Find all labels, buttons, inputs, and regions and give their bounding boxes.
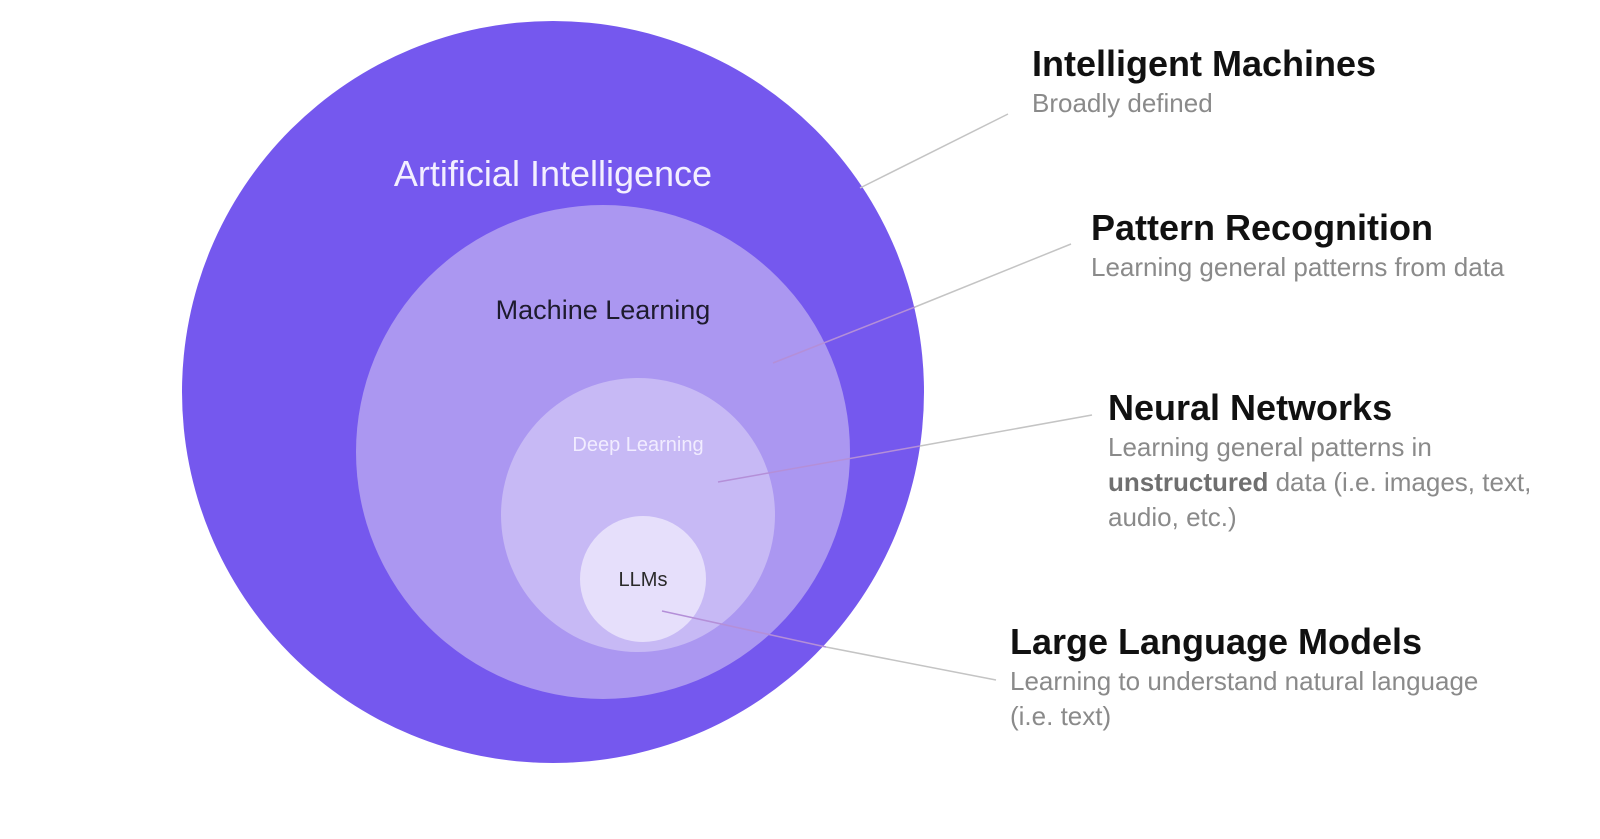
connector-line-nn-inner bbox=[717, 445, 921, 483]
label-artificial-intelligence: Artificial Intelligence bbox=[394, 153, 712, 194]
annotation-description-emphasis: unstructured bbox=[1108, 467, 1269, 497]
annotation-description: Learning general patterns in unstructure… bbox=[1108, 430, 1578, 535]
annotation-intelligent-machines: Intelligent Machines Broadly defined bbox=[1032, 44, 1376, 121]
connector-line-llm-inner bbox=[661, 610, 827, 648]
annotation-large-language-models: Large Language Models Learning to unders… bbox=[1010, 622, 1480, 734]
circle-deep-learning bbox=[501, 378, 775, 652]
label-deep-learning: Deep Learning bbox=[572, 434, 703, 456]
annotation-title: Intelligent Machines bbox=[1032, 43, 1377, 84]
annotation-description-end: data (i.e. images, text, audio, etc.) bbox=[1108, 467, 1532, 532]
connector-line-llm-outer bbox=[825, 646, 997, 681]
annotation-title: Pattern Recognition bbox=[1091, 207, 1434, 248]
annotation-neural-networks: Neural Networks Learning general pattern… bbox=[1108, 388, 1578, 535]
annotation-description: Learning general patterns from data bbox=[1091, 252, 1505, 282]
label-llms: LLMs bbox=[619, 569, 668, 591]
connector-line-ml-outer bbox=[914, 243, 1072, 308]
annotation-pattern-recognition: Pattern Recognition Learning general pat… bbox=[1091, 208, 1561, 285]
circle-llms bbox=[580, 516, 706, 642]
annotation-description: Learning to understand natural language … bbox=[1010, 666, 1479, 731]
annotation-description-start: Learning general patterns in bbox=[1108, 432, 1432, 462]
annotation-description: Broadly defined bbox=[1032, 88, 1213, 118]
annotation-title: Neural Networks bbox=[1108, 387, 1393, 428]
connector-line-ai bbox=[859, 113, 1009, 189]
annotation-title: Large Language Models bbox=[1010, 621, 1423, 662]
label-machine-learning: Machine Learning bbox=[496, 295, 711, 325]
connector-line-nn-outer bbox=[919, 414, 1093, 447]
connector-line-ml-inner bbox=[772, 306, 916, 364]
